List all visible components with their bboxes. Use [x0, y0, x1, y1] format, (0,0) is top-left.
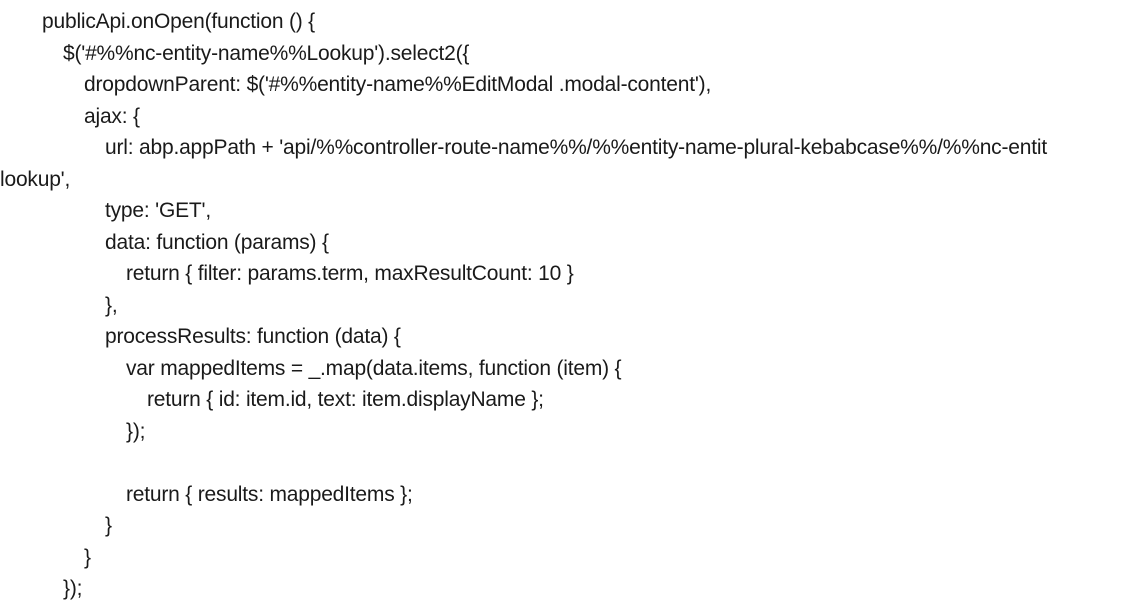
- code-line: ajax: {: [84, 104, 140, 128]
- code-line: return { id: item.id, text: item.display…: [147, 388, 544, 411]
- code-line: }: [84, 545, 91, 569]
- code-line: $('#%%nc-entity-name%%Lookup').select2({: [63, 41, 470, 65]
- code-line: [0, 447, 1147, 479]
- code-line: return { filter: params.term, maxResultC…: [126, 262, 574, 285]
- code-line: data: function (params) {: [105, 230, 329, 254]
- code-line: processResults: function (data) {: [105, 325, 401, 348]
- code-line: return { results: mappedItems };: [126, 482, 413, 506]
- code-line: publicApi.onOpen(function () {: [42, 10, 315, 33]
- code-line: }: [105, 514, 112, 537]
- code-line: });: [63, 577, 83, 600]
- code-line: },: [105, 293, 118, 317]
- code-line: var mappedItems = _.map(data.items, func…: [126, 356, 622, 380]
- code-line: url: abp.appPath + 'api/%%controller-rou…: [105, 136, 1047, 159]
- code-line: type: 'GET',: [105, 199, 211, 222]
- code-snippet: publicApi.onOpen(function () { $('#%%nc-…: [0, 6, 1147, 601]
- code-line: dropdownParent: $('#%%entity-name%%EditM…: [84, 73, 712, 96]
- code-line: lookup',: [0, 167, 71, 191]
- code-line: });: [126, 419, 146, 443]
